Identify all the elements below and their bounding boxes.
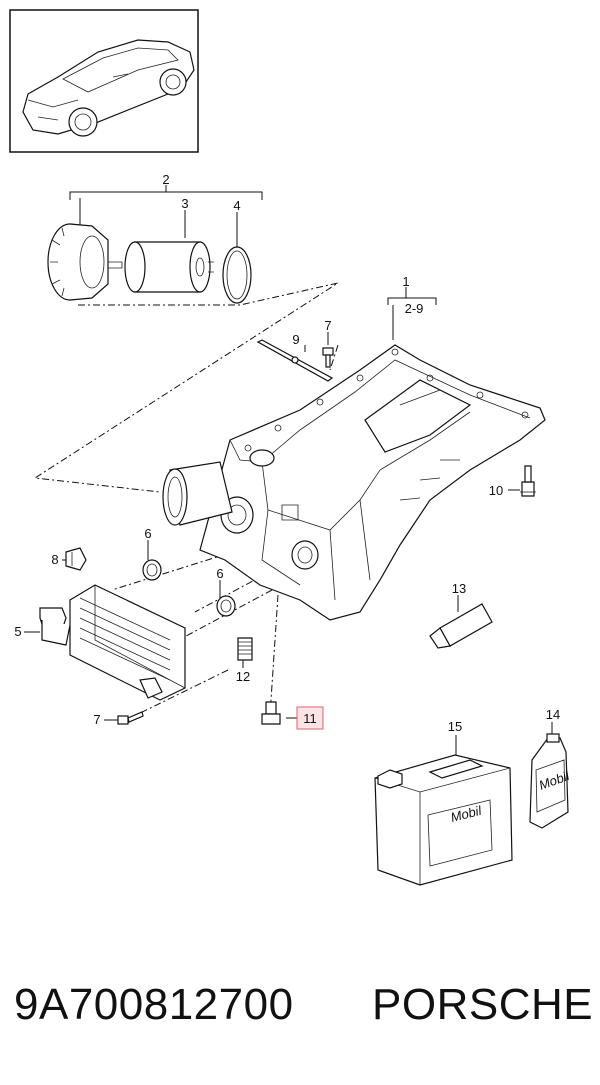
oil-canister: Mobil xyxy=(374,754,513,886)
callout-6-left[interactable]: 6 xyxy=(144,526,151,541)
callout-14[interactable]: 14 xyxy=(546,707,560,722)
callout-9[interactable]: 9 xyxy=(292,332,299,347)
seal-ring-left xyxy=(142,559,162,581)
callout-7-top[interactable]: 7 xyxy=(324,318,331,333)
o-ring xyxy=(222,246,252,304)
footer: 9A700812700 PORSCHE xyxy=(0,975,600,1045)
bolt-top xyxy=(322,347,334,368)
callout-1[interactable]: 1 xyxy=(402,274,409,289)
vehicle-thumbnail xyxy=(9,9,199,153)
part-number: 9A700812700 xyxy=(14,980,294,1029)
callout-11[interactable]: 11 xyxy=(303,711,317,726)
callout-2[interactable]: 2 xyxy=(162,172,169,187)
threaded-plug xyxy=(237,637,253,661)
callout-3[interactable]: 3 xyxy=(181,196,188,211)
sealant-tube xyxy=(429,603,493,649)
callout-8[interactable]: 8 xyxy=(51,552,58,567)
oil-cooler xyxy=(39,584,186,701)
seal-strip xyxy=(256,339,334,382)
highlight-box xyxy=(296,706,324,730)
drain-plug xyxy=(261,701,281,725)
callout-7-bottom[interactable]: 7 xyxy=(93,712,100,727)
callout-10[interactable]: 10 xyxy=(489,483,503,498)
brand-name: PORSCHE xyxy=(372,980,594,1029)
callout-6-right[interactable]: 6 xyxy=(216,566,223,581)
filter-housing-cap xyxy=(47,223,123,301)
oil-bottle: Mobil xyxy=(529,733,572,829)
seal-ring-right xyxy=(216,595,236,617)
bolt-bottom xyxy=(117,711,144,725)
oil-pan xyxy=(162,344,546,621)
callout-12[interactable]: 12 xyxy=(236,669,250,684)
clamp-clip xyxy=(65,547,87,571)
callout-15[interactable]: 15 xyxy=(448,719,462,734)
callout-4[interactable]: 4 xyxy=(233,198,240,213)
callout-1-range[interactable]: 2-9 xyxy=(405,301,424,316)
bolt-right xyxy=(520,465,536,497)
callout-13[interactable]: 13 xyxy=(452,581,466,596)
parts-diagram: Mobil Mobil 2 3 4 1 2-9 7 9 10 6 6 8 5 1… xyxy=(9,9,572,886)
callout-5[interactable]: 5 xyxy=(14,624,21,639)
filter-element xyxy=(124,241,214,293)
